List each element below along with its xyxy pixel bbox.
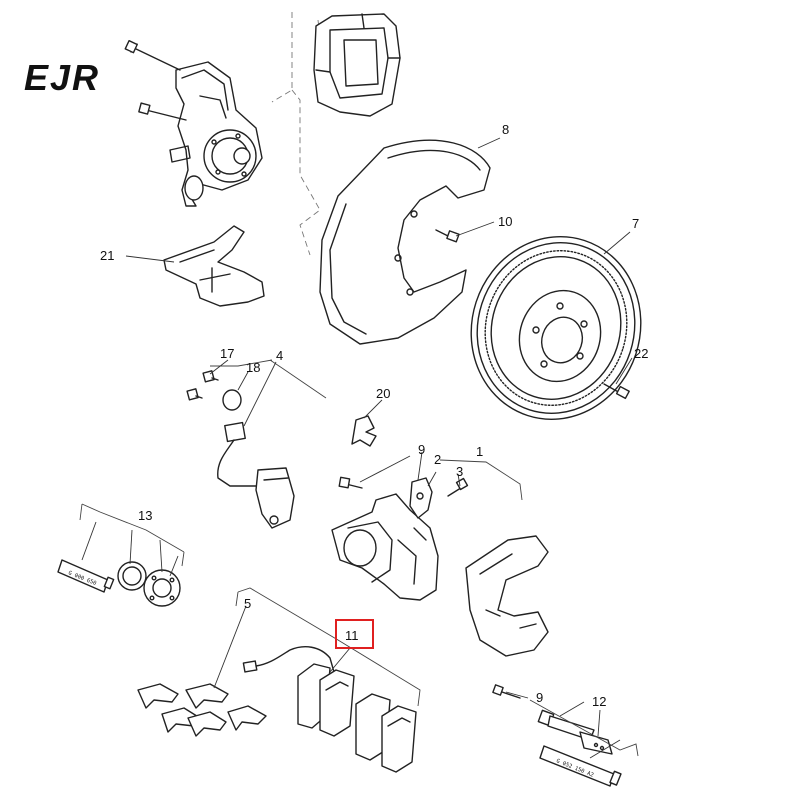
callout-numbers: 8 10 7 21 17 4 18 20 22 9 1 2 3 13 5 9 1… <box>100 122 648 709</box>
brake-pads-11 <box>297 663 417 773</box>
wear-sensor-wire <box>242 646 335 673</box>
bolt-9a <box>338 476 363 489</box>
callout-4: 4 <box>276 348 283 363</box>
callout-2: 2 <box>434 452 441 467</box>
caliper-carrier <box>465 535 549 657</box>
sensor-assembly <box>186 370 295 529</box>
highlight-box <box>335 619 374 649</box>
brake-disc-7 <box>470 236 642 420</box>
brand-logo: EJR <box>24 57 100 98</box>
logo-text: EJR <box>24 57 100 98</box>
pad-clips <box>137 683 267 737</box>
bolt-9b <box>492 684 521 699</box>
bracket-21 <box>163 225 265 307</box>
callout-5: 5 <box>244 596 251 611</box>
caliper-body-1 <box>331 493 439 601</box>
callout-7: 7 <box>632 216 639 231</box>
group-lines <box>79 359 639 757</box>
callout-11: 11 <box>345 628 359 643</box>
callout-13: 13 <box>138 508 152 523</box>
callout-21: 21 <box>100 248 114 263</box>
seal-ring <box>117 561 147 591</box>
callout-18: 18 <box>246 360 260 375</box>
steering-knuckle <box>124 39 263 207</box>
clip-20 <box>351 415 377 447</box>
callout-17: 17 <box>220 346 234 361</box>
guide-pin-kit-12 <box>537 709 613 755</box>
leader-lines <box>81 137 633 759</box>
callout-1: 1 <box>476 444 483 459</box>
callout-10: 10 <box>498 214 512 229</box>
callout-3: 3 <box>456 464 463 479</box>
callout-8: 8 <box>502 122 509 137</box>
callout-12: 12 <box>592 694 606 709</box>
bleeder-2 <box>409 477 433 519</box>
highlight-callout-11[interactable]: 11 <box>335 619 374 649</box>
callout-9-lower: 9 <box>536 690 543 705</box>
callout-9-upper: 9 <box>418 442 425 457</box>
callout-22: 22 <box>634 346 648 361</box>
caliper-housing <box>313 13 401 117</box>
wheel-hub <box>143 569 181 607</box>
grease-tube-13: G 000 650 <box>57 559 115 593</box>
backing-plate-8 <box>319 139 491 345</box>
callout-20: 20 <box>376 386 390 401</box>
bleed-cap-3 <box>447 477 469 497</box>
